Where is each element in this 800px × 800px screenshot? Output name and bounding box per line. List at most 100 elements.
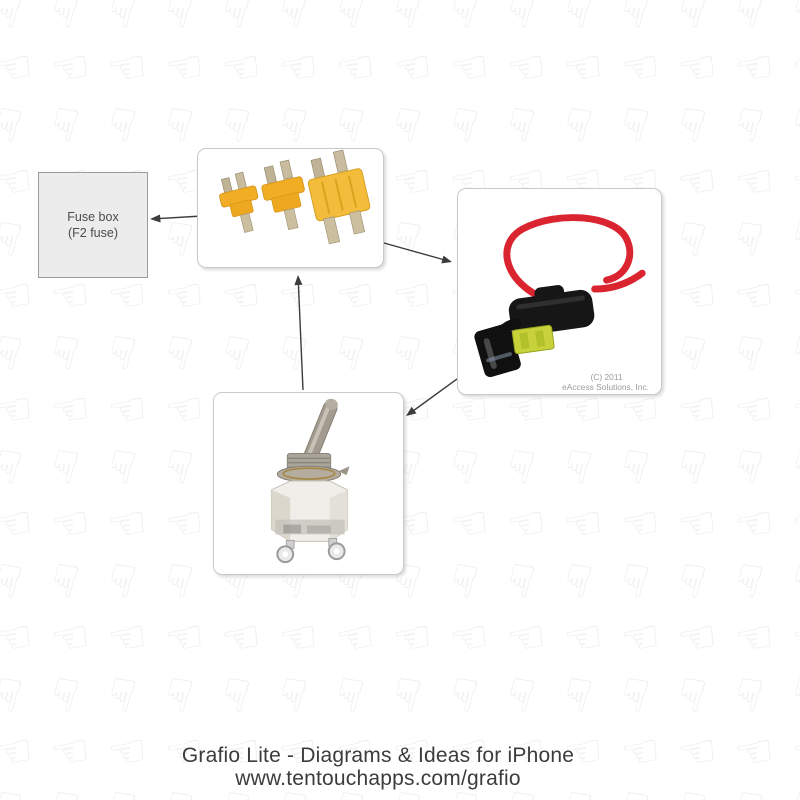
hand-logo-watermark-icon: ☜: [331, 609, 380, 668]
hand-logo-watermark-icon: ☟: [558, 439, 597, 496]
hand-logo-watermark-icon: ☟: [786, 0, 800, 40]
hand-logo-watermark-icon: ☜: [787, 723, 800, 782]
hand-logo-watermark-icon: ☟: [45, 97, 84, 154]
hand-logo-watermark-icon: ☜: [103, 39, 152, 98]
hand-logo-watermark-icon: ☜: [274, 267, 323, 326]
hand-logo-watermark-icon: ☜: [46, 495, 95, 554]
hand-logo-watermark-icon: ☟: [786, 553, 800, 610]
hand-logo-watermark-icon: ☜: [559, 609, 608, 668]
hand-logo-watermark-icon: ☜: [730, 267, 779, 326]
hand-logo-watermark-icon: ☜: [787, 381, 800, 440]
hand-logo-watermark-icon: ☜: [388, 267, 437, 326]
hand-logo-watermark-icon: ☟: [558, 0, 597, 40]
hand-logo-watermark-icon: ☟: [216, 0, 255, 40]
hand-logo-watermark-icon: ☟: [216, 325, 255, 382]
hand-logo-watermark-icon: ☟: [159, 211, 198, 268]
hand-logo-watermark-icon: ☟: [159, 97, 198, 154]
hand-logo-watermark-icon: ☟: [501, 0, 540, 40]
arrow-fuses-to-holder: [383, 242, 452, 264]
toggle-switch-image: [270, 398, 350, 564]
hand-logo-watermark-icon: ☜: [787, 495, 800, 554]
hand-logo-watermark-icon: ☟: [501, 97, 540, 154]
hand-logo-watermark-icon: ☟: [387, 325, 426, 382]
hand-logo-watermark-icon: ☜: [0, 495, 38, 554]
switch-washer: [276, 465, 350, 483]
hand-logo-watermark-icon: ☟: [0, 553, 27, 610]
hand-logo-watermark-icon: ☟: [159, 439, 198, 496]
hand-logo-watermark-icon: ☟: [729, 97, 768, 154]
hand-logo-watermark-icon: ☜: [673, 495, 722, 554]
switch-body: [270, 480, 349, 542]
hand-logo-watermark-icon: ☟: [444, 667, 483, 724]
hand-logo-watermark-icon: ☟: [444, 553, 483, 610]
hand-logo-watermark-icon: ☜: [787, 153, 800, 212]
hand-logo-watermark-icon: ☜: [331, 267, 380, 326]
fuse-box-label-line2: (F2 fuse): [67, 226, 118, 240]
hand-logo-watermark-icon: ☟: [672, 667, 711, 724]
hand-logo-watermark-icon: ☜: [217, 39, 266, 98]
hand-logo-watermark-icon: ☜: [559, 39, 608, 98]
hand-logo-watermark-icon: ☜: [730, 495, 779, 554]
hand-logo-watermark-icon: ☜: [730, 609, 779, 668]
hand-logo-watermark-icon: ☜: [103, 381, 152, 440]
hand-logo-watermark-icon: ☟: [672, 553, 711, 610]
hand-logo-watermark-icon: ☟: [0, 325, 27, 382]
hand-logo-watermark-icon: ☟: [729, 211, 768, 268]
hand-logo-watermark-icon: ☜: [0, 153, 38, 212]
hand-logo-watermark-icon: ☟: [729, 325, 768, 382]
hand-logo-watermark-icon: ☜: [103, 495, 152, 554]
hand-logo-watermark-icon: ☟: [273, 97, 312, 154]
hand-logo-watermark-icon: ☟: [615, 553, 654, 610]
hand-logo-watermark-icon: ☟: [444, 97, 483, 154]
hand-logo-watermark-icon: ☟: [330, 667, 369, 724]
node-inline-fuse-holder: (C) 2011 eAccess Solutions, Inc.: [457, 188, 662, 395]
fuse-holder-cap: [474, 323, 521, 378]
hand-logo-watermark-icon: ☜: [274, 39, 323, 98]
hand-logo-watermark-icon: ☜: [0, 381, 38, 440]
hand-logo-watermark-icon: ☜: [0, 609, 38, 668]
hand-logo-watermark-icon: ☟: [501, 667, 540, 724]
node-blade-fuses: [197, 148, 384, 268]
switch-lever: [303, 398, 338, 463]
hand-logo-watermark-icon: ☟: [786, 97, 800, 154]
photo-credit-line1: (C) 2011: [590, 372, 622, 382]
red-wire: [503, 214, 646, 304]
hand-logo-watermark-icon: ☟: [216, 97, 255, 154]
hand-logo-watermark-icon: ☜: [673, 381, 722, 440]
hand-logo-watermark-icon: ☜: [388, 609, 437, 668]
hand-logo-watermark-icon: ☟: [102, 439, 141, 496]
hand-logo-watermark-icon: ☟: [0, 0, 27, 40]
hand-logo-watermark-icon: ☜: [673, 153, 722, 212]
hand-logo-watermark-icon: ☟: [102, 325, 141, 382]
hand-logo-watermark-icon: ☜: [160, 267, 209, 326]
hand-logo-watermark-icon: ☜: [160, 495, 209, 554]
hand-logo-watermark-icon: ☟: [45, 0, 84, 40]
inline-fuse-holder-image: (C) 2011 eAccess Solutions, Inc.: [474, 214, 649, 392]
hand-logo-watermark-icon: ☟: [729, 553, 768, 610]
hand-logo-watermark-icon: ☟: [159, 0, 198, 40]
arrow-fuses-to-fusebox: [150, 214, 203, 223]
hand-logo-watermark-icon: ☜: [730, 153, 779, 212]
hand-logo-watermark-icon: ☟: [729, 0, 768, 40]
hand-logo-watermark-icon: ☜: [787, 609, 800, 668]
hand-logo-watermark-icon: ☟: [501, 553, 540, 610]
hand-logo-watermark-icon: ☜: [217, 267, 266, 326]
hand-logo-watermark-icon: ☟: [273, 0, 312, 40]
hand-logo-watermark-icon: ☟: [387, 0, 426, 40]
hand-logo-watermark-icon: ☜: [160, 609, 209, 668]
hand-logo-watermark-icon: ☟: [159, 325, 198, 382]
hand-logo-watermark-icon: ☟: [672, 97, 711, 154]
hand-logo-watermark-icon: ☜: [730, 39, 779, 98]
hand-logo-watermark-icon: ☜: [0, 39, 38, 98]
hand-logo-watermark-icon: ☟: [273, 667, 312, 724]
fuse-box-label-line1: Fuse box: [67, 210, 119, 224]
arrow-holder-to-switch: [406, 378, 458, 416]
hand-logo-watermark-icon: ☜: [103, 267, 152, 326]
app-watermark-url: www.tentouchapps.com/grafio: [235, 767, 521, 790]
hand-logo-watermark-icon: ☟: [786, 439, 800, 496]
hand-logo-watermark-icon: ☟: [216, 667, 255, 724]
hand-logo-watermark-icon: ☟: [102, 553, 141, 610]
hand-logo-watermark-icon: ☟: [444, 439, 483, 496]
hand-logo-watermark-icon: ☟: [0, 211, 27, 268]
